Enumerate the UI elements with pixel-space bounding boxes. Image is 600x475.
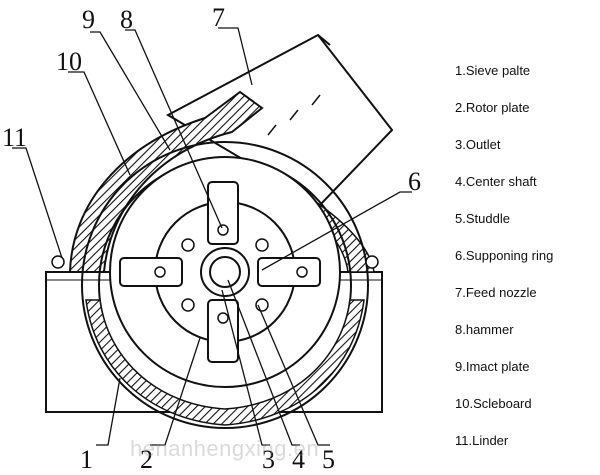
hammer-bottom	[207, 299, 239, 363]
callout-9: 9	[82, 5, 95, 34]
callout-11: 11	[2, 123, 27, 152]
linder-mounts	[51, 255, 379, 269]
legend-item: 5.Studdle	[455, 211, 510, 226]
watermark: henanhengxing.en	[130, 436, 320, 461]
parts-legend: 1.Sieve palte 2.Rotor plate 3.Outlet 4.Cent…	[455, 62, 600, 469]
hammer-crusher-diagram: 1 2 3 4 5 6 7 8 9 10 11	[2, 3, 421, 474]
callout-2: 2	[140, 445, 153, 474]
callout-1: 1	[80, 445, 93, 474]
callout-6: 6	[408, 167, 421, 196]
studdle-holes	[181, 238, 269, 312]
callout-5: 5	[322, 445, 335, 474]
legend-item: 11.Linder	[455, 433, 509, 448]
callout-8: 8	[120, 5, 133, 34]
legend-item: 9.Imact plate	[455, 359, 530, 374]
legend-item: 8.hammer	[455, 322, 514, 337]
sieve-teeth	[85, 299, 365, 426]
legend-item: 6.Supponing ring	[455, 248, 554, 263]
callout-7: 7	[212, 3, 225, 32]
leader-lines	[12, 27, 412, 446]
sieve-plate	[81, 141, 369, 429]
feed-nozzle-bolts	[267, 94, 321, 136]
legend-item: 1.Sieve palte	[455, 63, 531, 78]
hammer-top	[207, 181, 239, 245]
callout-10: 10	[56, 47, 82, 76]
legend-item: 2.Rotor plate	[455, 100, 530, 115]
legend-item: 4.Center shaft	[455, 174, 537, 189]
center-shaft-core	[209, 256, 241, 288]
hammer-left	[119, 257, 183, 287]
hammers	[119, 181, 321, 363]
legend-item: 10.Scleboard	[455, 396, 532, 411]
legend-item: 3.Outlet	[455, 137, 501, 152]
center-shaft	[200, 247, 250, 297]
hammer-right	[257, 257, 321, 287]
callout-4: 4	[292, 445, 305, 474]
legend-item: 7.Feed nozzle	[455, 285, 537, 300]
callout-3: 3	[262, 445, 275, 474]
